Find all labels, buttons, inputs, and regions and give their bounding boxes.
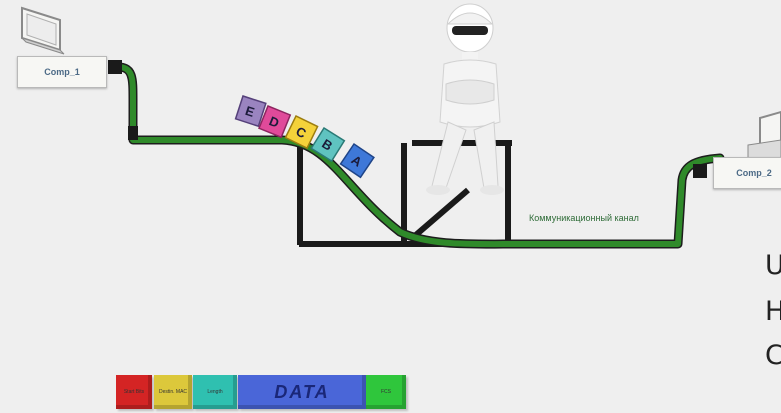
frame-segment-destination-mac: Destin. MAC <box>154 375 192 409</box>
connector-1 <box>108 60 122 74</box>
frame-segment-length: Length <box>193 375 237 409</box>
side-text-2: H <box>765 296 781 327</box>
cable-label: Коммуникационный канал <box>529 213 639 223</box>
computer-1-icon <box>22 8 64 54</box>
connector-2 <box>693 164 707 178</box>
side-text-3: C <box>765 340 781 371</box>
sunglasses <box>452 26 488 35</box>
frame-segment-start-bits: Start Bits <box>116 375 152 409</box>
side-text-1: U <box>765 250 781 281</box>
comp-1-label: Comp_1 <box>17 56 107 88</box>
frame-segment-data: DATA <box>238 375 366 409</box>
comp-2-label: Comp_2 <box>713 157 781 189</box>
frame-segment-fcs: FCS <box>366 375 406 409</box>
computer-2-icon <box>748 112 781 160</box>
figure-character <box>426 4 504 195</box>
